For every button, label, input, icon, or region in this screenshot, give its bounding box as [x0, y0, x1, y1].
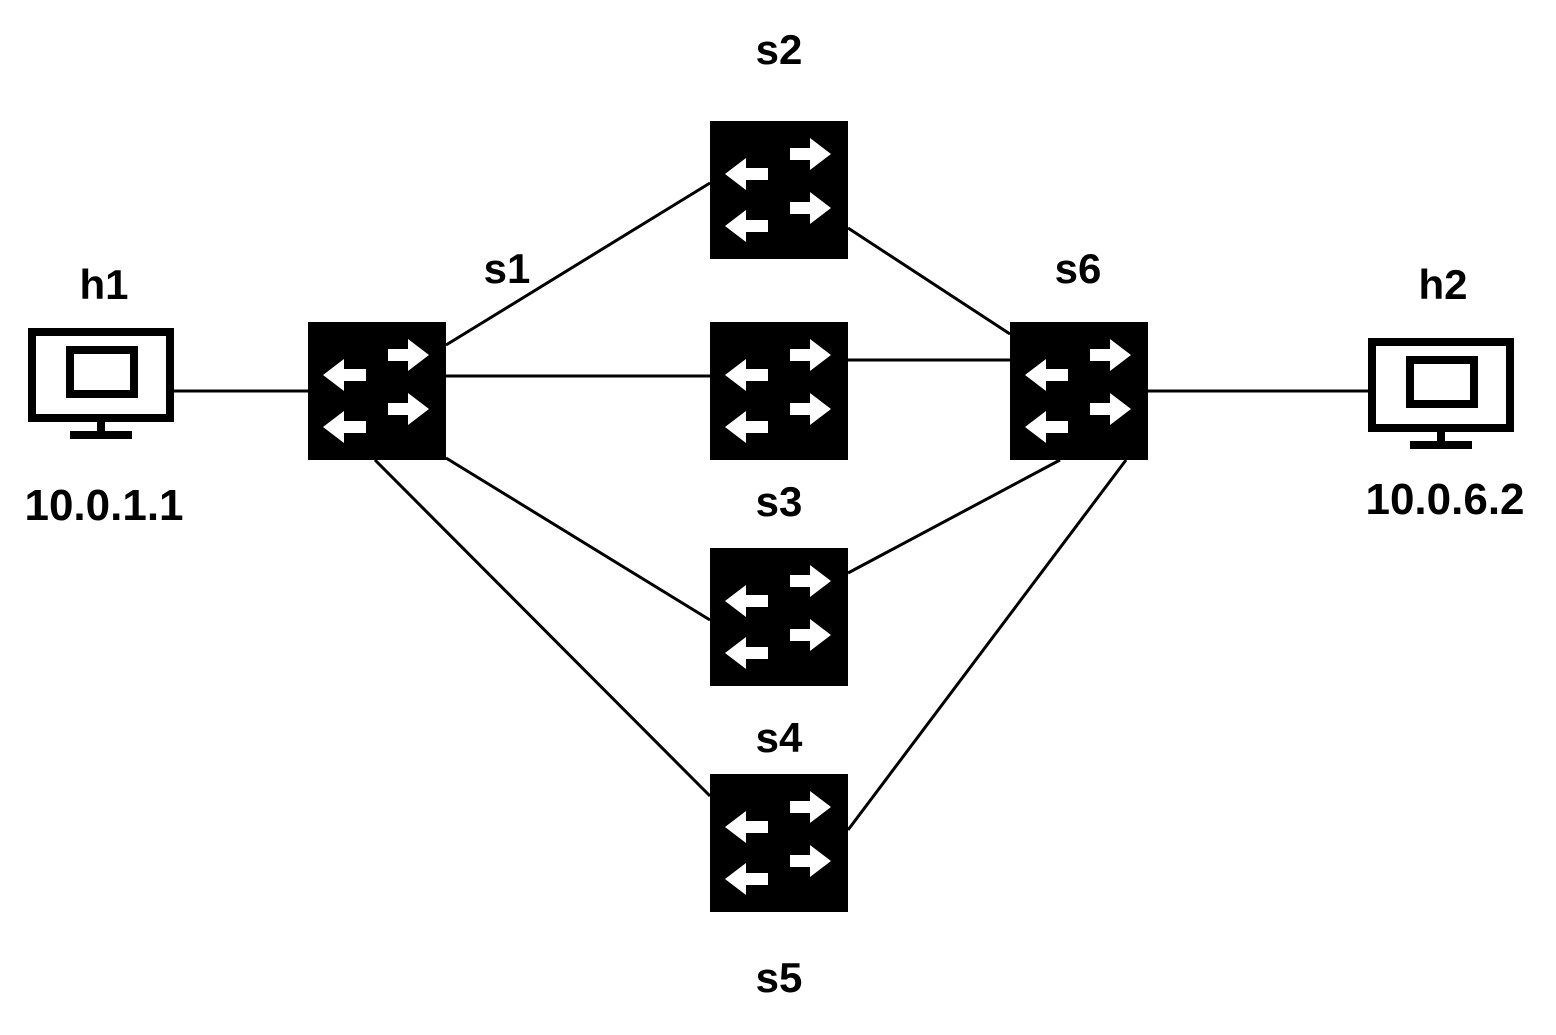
host-label-h2: h2 [1418, 261, 1468, 308]
host-address-h2: 10.0.6.2 [1365, 475, 1525, 524]
switch-label-s3: s3 [755, 478, 803, 525]
host-label-h1: h1 [79, 261, 129, 308]
link-s2-s6 [847, 226, 1011, 336]
network-switch-icon-s4 [710, 548, 848, 686]
network-switch-icon-s2 [710, 121, 848, 259]
link-s4-s6 [847, 458, 1061, 575]
link-s1-s2 [445, 181, 711, 347]
network-switch-icon-s1 [308, 322, 446, 460]
switch-label-s4: s4 [755, 714, 803, 761]
switch-label-s6: s6 [1054, 245, 1102, 292]
link-s1-s5 [373, 458, 712, 798]
desktop-monitor-icon-h1 [32, 332, 170, 439]
network-switch-icon-s3 [710, 322, 848, 460]
link-s5-s6 [846, 459, 1128, 831]
switch-label-s2: s2 [755, 26, 803, 73]
network-switch-icon-s6 [1010, 322, 1148, 460]
switch-label-s5: s5 [755, 954, 803, 1001]
link-s1-s4 [445, 456, 711, 622]
desktop-monitor-icon-h2 [1372, 342, 1510, 449]
switch-label-s1: s1 [483, 245, 531, 292]
host-address-h1: 10.0.1.1 [24, 481, 184, 530]
network-switch-icon-s5 [710, 774, 848, 912]
